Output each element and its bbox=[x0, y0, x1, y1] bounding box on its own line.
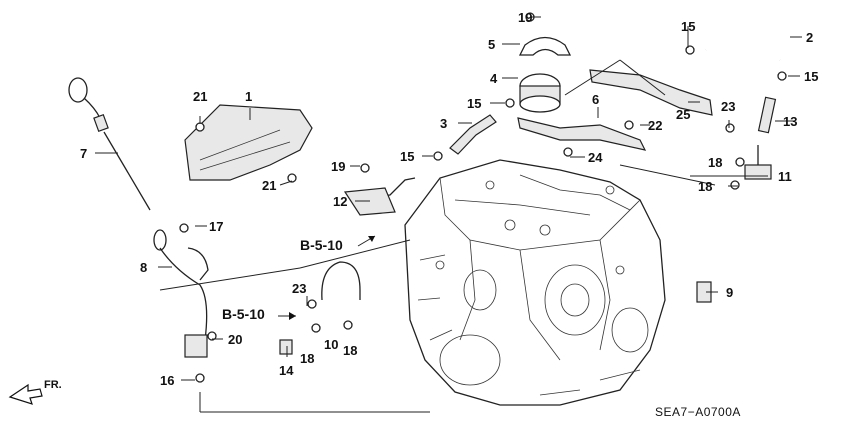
callout-5: 5 bbox=[488, 37, 495, 52]
callout-2: 2 bbox=[806, 30, 813, 45]
callout-24: 24 bbox=[588, 150, 603, 165]
small-fasteners bbox=[179, 12, 787, 341]
leader-lines bbox=[95, 16, 802, 413]
callout-14: 14 bbox=[279, 363, 294, 378]
callout-20: 20 bbox=[228, 332, 242, 347]
ref-arrowhead-upper bbox=[368, 236, 375, 242]
bolt-14 bbox=[279, 339, 293, 355]
dipstick bbox=[68, 77, 151, 211]
callout-19-b: 19 bbox=[331, 159, 345, 174]
callout-4: 4 bbox=[490, 71, 498, 86]
filler-tube bbox=[153, 229, 209, 383]
pipe-10 bbox=[321, 261, 361, 301]
mount-4 bbox=[519, 73, 561, 113]
callout-6: 6 bbox=[592, 92, 599, 107]
fitting-13 bbox=[757, 96, 777, 134]
callout-7: 7 bbox=[80, 146, 87, 161]
callout-11: 11 bbox=[778, 169, 792, 184]
callout-15-b: 15 bbox=[804, 69, 818, 84]
callout-18-d: 18 bbox=[343, 343, 357, 358]
bracket-5 bbox=[518, 36, 572, 56]
ref-label-lower: B-5-10 bbox=[222, 306, 265, 322]
callout-1: 1 bbox=[245, 89, 252, 104]
front-arrow-icon bbox=[8, 383, 43, 405]
callout-23-b: 23 bbox=[721, 99, 735, 114]
callout-18-c: 18 bbox=[300, 351, 314, 366]
callout-15-c: 15 bbox=[467, 96, 481, 111]
callout-23-a: 23 bbox=[292, 281, 306, 296]
callout-19-a: 19 bbox=[518, 10, 532, 25]
callout-13: 13 bbox=[783, 114, 797, 129]
callout-18-b: 18 bbox=[698, 179, 712, 194]
callout-9: 9 bbox=[726, 285, 733, 300]
hose-3 bbox=[449, 114, 497, 155]
callout-18-a: 18 bbox=[708, 155, 722, 170]
hose-2 bbox=[705, 36, 781, 61]
callout-15-d: 15 bbox=[400, 149, 414, 164]
callout-22: 22 bbox=[648, 118, 662, 133]
cover-bracket bbox=[184, 104, 313, 181]
diagram-code: SEA7−A0700A bbox=[655, 405, 741, 419]
callout-17: 17 bbox=[209, 219, 223, 234]
bracket-6 bbox=[517, 117, 647, 151]
callouts: 1 2 3 4 5 6 7 8 9 10 11 12 13 14 15 15 1… bbox=[80, 10, 818, 388]
callout-8: 8 bbox=[140, 260, 147, 275]
callout-3: 3 bbox=[440, 116, 447, 131]
callout-21-a: 21 bbox=[193, 89, 207, 104]
callout-21-b: 21 bbox=[262, 178, 276, 193]
callout-25: 25 bbox=[676, 107, 690, 122]
callout-16: 16 bbox=[160, 373, 174, 388]
callout-15-a: 15 bbox=[681, 19, 695, 34]
front-label: FR. bbox=[44, 379, 62, 391]
transmission-case bbox=[404, 159, 666, 406]
ref-label-upper: B-5-10 bbox=[300, 237, 343, 253]
ref-arrowhead-lower bbox=[289, 312, 296, 320]
callout-12: 12 bbox=[333, 194, 347, 209]
callout-10: 10 bbox=[324, 337, 338, 352]
fitting-11 bbox=[744, 145, 772, 180]
bracket-25 bbox=[589, 69, 713, 116]
hose-2-inner bbox=[705, 35, 782, 61]
